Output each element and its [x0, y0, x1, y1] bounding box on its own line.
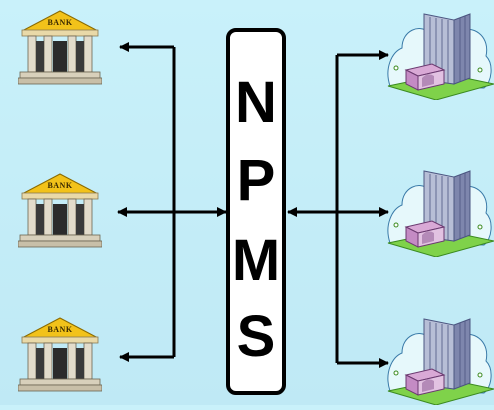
bank-icon-1: BANK [17, 9, 103, 85]
office-building-icon-3 [386, 313, 494, 406]
npms-letter-p: P [236, 148, 276, 213]
office-building-icon-1 [386, 8, 494, 101]
npms-letter-m: M [231, 228, 281, 293]
bank-label: BANK [47, 325, 73, 334]
bank-icon-2: BANK [17, 172, 103, 248]
bank-icon-3: BANK [17, 316, 103, 392]
bank-label: BANK [47, 181, 73, 190]
npms-letter-n: N [235, 70, 277, 135]
npms-box: N P M S [226, 28, 286, 395]
npms-letter-s: S [236, 304, 276, 369]
bank-label: BANK [47, 18, 73, 27]
office-building-icon-2 [386, 165, 494, 258]
